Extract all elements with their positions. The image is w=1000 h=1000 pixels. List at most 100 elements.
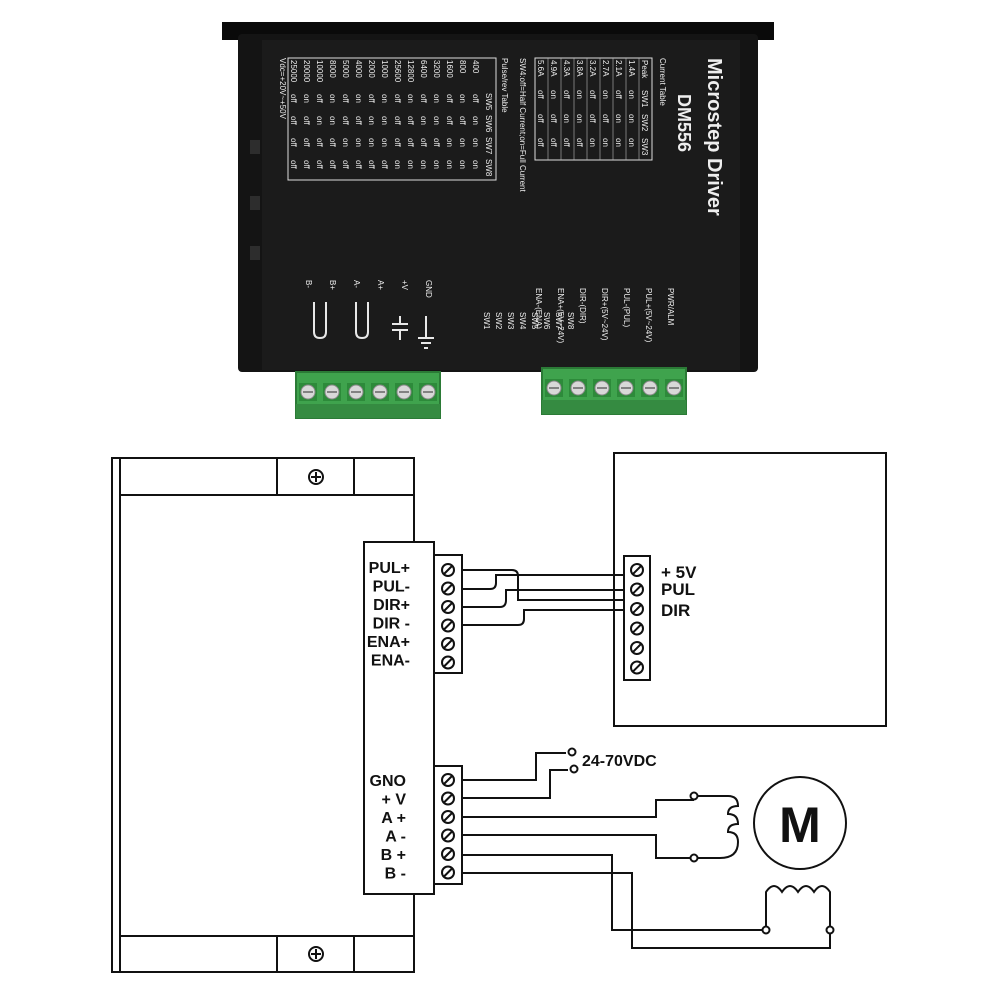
pulse-table-cell: off xyxy=(289,116,298,126)
switch-label: SW4 xyxy=(518,312,527,330)
supply-terminal xyxy=(567,747,577,757)
current-table-cell: on xyxy=(601,90,610,99)
current-table-header: Peak xyxy=(640,60,649,79)
pulse-table-cell: 1600 xyxy=(445,60,454,78)
driver-signal-labels: PUL+PUL-DIR+DIR -ENA+ENA- xyxy=(367,560,410,670)
wire-a-plus xyxy=(462,799,694,818)
pulse-table-cell: off xyxy=(328,160,337,170)
signal-label: DIR-(DIR) xyxy=(578,288,587,324)
signal-screws xyxy=(545,379,683,397)
wire-vplus xyxy=(462,769,568,799)
signal-label: ENA+(5V~24V) xyxy=(556,288,565,343)
screw-slot xyxy=(443,793,453,804)
pulse-table-cell: off xyxy=(380,160,389,170)
screw-slot xyxy=(443,775,453,785)
controller-box xyxy=(613,452,887,727)
current-table-cell: on xyxy=(562,114,571,123)
pulse-table-cell: off xyxy=(354,160,363,170)
ground-icon xyxy=(418,316,434,349)
pulse-table-cell: 25600 xyxy=(393,60,402,83)
power-label: B- xyxy=(304,280,313,288)
power-label: A- xyxy=(352,280,361,288)
screw-slot xyxy=(443,565,453,575)
pulse-table-cell: on xyxy=(432,94,441,103)
current-table-cell: off xyxy=(562,90,571,100)
pulse-table-cell: off xyxy=(445,94,454,104)
switch-label: SW6 xyxy=(542,312,551,330)
current-table-cell: off xyxy=(588,114,597,124)
pulse-table-cell: 6400 xyxy=(419,60,428,78)
product-model: DM556 xyxy=(674,94,694,152)
signal-label: PUL+(5V~24V) xyxy=(644,288,653,343)
motor-label: M xyxy=(779,797,821,853)
current-table-cell: 2.1A xyxy=(614,60,623,77)
signal-label: PUL-(PUL) xyxy=(622,288,631,327)
pulse-table-cell: on xyxy=(471,160,480,169)
pulse-table-cell: on xyxy=(354,94,363,103)
current-table-cell: on xyxy=(614,114,623,123)
current-table-cell: off xyxy=(549,114,558,124)
pulse-table-cell: on xyxy=(302,94,311,103)
current-table-cell: 3.2A xyxy=(588,60,597,77)
pulse-table-cell: on xyxy=(380,116,389,125)
current-table-cell: off xyxy=(536,114,545,124)
current-table-cell: on xyxy=(627,114,636,123)
wire-gnd xyxy=(462,752,566,781)
screw-slot xyxy=(443,867,453,878)
pulse-table-cell: off xyxy=(406,116,415,126)
screw-slot xyxy=(632,604,642,614)
wire-b-plus xyxy=(462,854,764,931)
pulse-table-header: SW6 xyxy=(484,115,493,133)
current-table-cell: on xyxy=(575,90,584,99)
pulse-table-cell: on xyxy=(419,116,428,125)
pulse-table-cell: on xyxy=(367,138,376,147)
driver-signal-terminal-label: DIR+ xyxy=(373,597,410,614)
pulse-table-cell: off xyxy=(315,160,324,170)
pulse-table-cell: off xyxy=(432,138,441,148)
power-screws xyxy=(299,383,437,401)
driver-signal-terminal-label: PUL+ xyxy=(369,560,410,577)
current-table-header: SW3 xyxy=(640,138,649,156)
pulse-table-cell: 800 xyxy=(458,60,467,74)
pulse-table-cell: 20000 xyxy=(302,60,311,83)
wire-dir-minus xyxy=(462,609,624,626)
current-table-cell: off xyxy=(588,90,597,100)
pulse-table-cell: 400 xyxy=(471,60,480,74)
signal-label: DIR+(5V~24V) xyxy=(600,288,609,341)
switch-label: SW8 xyxy=(566,312,575,330)
pulse-table-cell: off xyxy=(367,94,376,104)
terminal-panel xyxy=(363,541,435,895)
pulse-table-cell: off xyxy=(328,138,337,148)
pulse-table-cell: off xyxy=(302,116,311,126)
screw-slot xyxy=(632,584,642,595)
pulse-table-cell: off xyxy=(341,94,350,104)
pulse-table-cell: on xyxy=(406,94,415,103)
wire-a-minus xyxy=(462,834,694,859)
pulse-table-cell: on xyxy=(432,160,441,169)
pulse-table-cell: on xyxy=(354,138,363,147)
pulse-table-cell: 3200 xyxy=(432,60,441,78)
pulse-table-cell: on xyxy=(341,138,350,147)
coil-b-terminal xyxy=(761,925,771,935)
diagram-screws xyxy=(441,563,644,880)
current-table-cell: 5.6A xyxy=(536,60,545,77)
pulse-table-header: SW7 xyxy=(484,137,493,155)
pulse-table-cell: on xyxy=(315,116,324,125)
supply-voltage-label: 24-70VDC xyxy=(582,753,657,770)
coil-icon xyxy=(313,302,327,340)
current-table-cell: 4.9A xyxy=(549,60,558,77)
driver-face xyxy=(262,40,740,370)
screw-slot xyxy=(632,643,642,653)
pulse-table-cell: off xyxy=(419,138,428,148)
coil-icon xyxy=(765,885,831,926)
pulse-table-cell: off xyxy=(393,138,402,148)
pulse-table-cell: on xyxy=(380,138,389,147)
screw-slot xyxy=(443,583,453,594)
screw-slot xyxy=(632,565,642,575)
current-table-cell: 2.7A xyxy=(601,60,610,77)
product-title: Microstep Driver xyxy=(703,58,725,216)
pulse-table-cell: on xyxy=(393,160,402,169)
controller-label-5v: + 5V xyxy=(661,563,697,582)
pulse-table-cell: on xyxy=(471,116,480,125)
pulse-table-cell: on xyxy=(380,94,389,103)
